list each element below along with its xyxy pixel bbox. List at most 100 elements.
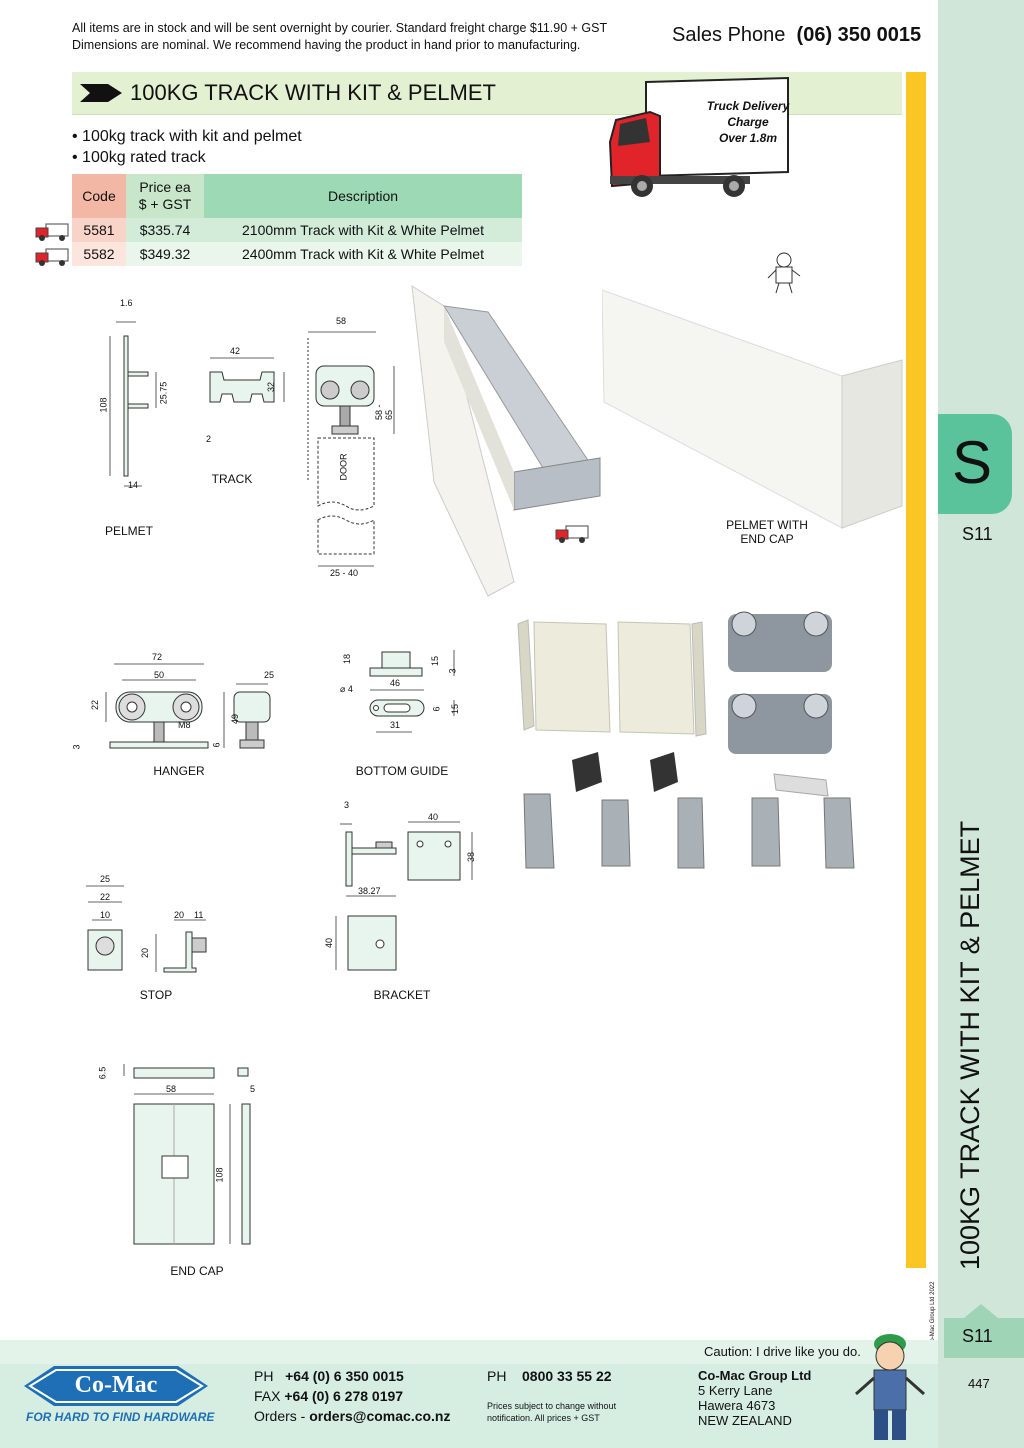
dim-label: 5 [250,1084,256,1094]
dim-label: 6 [211,742,222,748]
dim-label: 49 [230,713,241,725]
fax-number[interactable]: +64 (0) 6 278 0197 [284,1388,404,1404]
footer-fax[interactable]: FAX +64 (0) 6 278 0197 [254,1388,403,1404]
row-description: 2100mm Track with Kit & White Pelmet [204,218,522,242]
caution-text: Caution: I drive like you do. [704,1344,861,1359]
stop-drawing [86,885,207,973]
vertical-title: 100KG TRACK WITH KIT & PELMET [955,820,985,1270]
diagram-label-pelmet-end-cap: PELMET WITH END CAP [712,518,822,546]
track-diagram: 42 32 2 TRACK [200,342,290,492]
bracket-diagram: 3 40 38 38.27 40 BRACKET [320,798,490,1008]
truck-icon [35,248,69,266]
dim-label: 42 [230,346,241,356]
feature-list: • 100kg track with kit and pelmet • 100k… [72,126,302,168]
kit-parts-photo [517,611,855,869]
dim-label: 3 [71,744,82,750]
company-address: Co-Mac Group Ltd 5 Kerry Lane Hawera 467… [698,1368,811,1428]
stop-diagram: 25 22 10 20 11 20 STOP [78,872,238,1008]
prices-note-line-2: notification. All prices + GST [487,1413,600,1423]
track-photo [411,285,601,597]
truck-badge-line-1: Truck Delivery [706,99,790,113]
dim-label: 22 [100,892,111,902]
ph-label: PH [254,1368,274,1384]
page-number: 447 [968,1376,990,1391]
dim-label: 6.5 [97,1066,108,1080]
logo-icon [24,1366,208,1406]
truck-icon [35,223,69,241]
address-line-3: NEW ZEALAND [698,1413,792,1428]
label-line-2: END CAP [740,532,794,546]
comac-logo[interactable]: Co-Mac [24,1364,208,1408]
track-drawing [209,357,285,403]
table-row[interactable]: 5581 $335.74 2100mm Track with Kit & Whi… [72,218,522,242]
dim-label: 3 [447,668,458,674]
dim-label: 25 - 40 [330,568,359,578]
section-tab[interactable]: S [938,414,1012,514]
dim-label: 20 [140,947,151,959]
header-price: Price ea $ + GST [126,174,204,218]
bottom-guide-diagram: 18 15 3 46 ⌀ 4 6 15 31 BOTTOM GUIDE [336,646,476,786]
dim-label: 15 [430,655,441,667]
table-row[interactable]: 5582 $349.32 2400mm Track with Kit & Whi… [72,242,522,266]
prices-note: Prices subject to change without notific… [487,1400,616,1424]
ph-number[interactable]: +64 (0) 6 350 0015 [285,1368,404,1384]
truck-icon [555,525,589,543]
truck-delivery-graphic: Truck Delivery Charge Over 1.8m [606,76,790,200]
dim-label: 25 [264,670,275,680]
section-code: S11 [962,524,993,544]
bracket-drawing [335,821,473,971]
ph2-number[interactable]: 0800 33 55 22 [522,1368,612,1384]
orders-label: Orders - [254,1408,306,1424]
dim-label: 6 [431,706,442,712]
feature-item-1: • 100kg track with kit and pelmet [72,128,302,145]
row-code: 5582 [72,242,126,266]
footer-phone[interactable]: PH +64 (0) 6 350 0015 [254,1368,404,1384]
dim-label: 58 - 65 [374,404,394,420]
dim-label: 58 [166,1084,177,1094]
address-line-1: 5 Kerry Lane [698,1383,773,1398]
header-price-line-2: $ + GST [138,196,192,212]
footer-freephone[interactable]: PH 0800 33 55 22 [487,1368,612,1384]
dim-label: 58 [336,316,347,326]
truck-badge-text: Truck Delivery Charge Over 1.8m [700,98,796,146]
notice-line-1: All items are in stock and will be sent … [72,21,608,35]
notice-line-2: Dimensions are nominal. We recommend hav… [72,38,581,52]
dim-label: M8 [178,720,191,730]
orders-email[interactable]: orders@comac.co.nz [309,1408,451,1424]
sidebar [938,0,1024,1448]
door-diagram: 58 58 - 65 DOOR 25 - 40 [298,310,398,580]
sales-phone[interactable]: Sales Phone (06) 350 0015 [672,24,921,47]
row-price: $349.32 [126,242,204,266]
hanger-diagram: 72 50 22 M8 3 25 49 6 HANGER [71,648,298,784]
bottom-guide-drawing [369,650,455,733]
row-code: 5581 [72,218,126,242]
bottom-tab [944,1318,1024,1358]
row-price: $335.74 [126,218,204,242]
header-price-line-1: Price ea [139,179,191,195]
triangle-icon [964,1304,998,1318]
dim-label: 46 [390,678,401,688]
dim-label: 108 [98,397,109,413]
phone-label: Sales Phone [672,24,786,46]
accent-bar [906,72,926,1268]
pelmet-drawing [109,321,157,487]
dim-label: 38 [466,851,477,863]
dim-label: 22 [90,699,101,711]
dim-label: 31 [390,720,401,730]
dim-label: 11 [194,910,204,920]
dim-label: 18 [342,653,353,665]
dim-label: 1.6 [120,298,133,308]
dim-label: 25.75 [158,381,169,405]
header-description: Description [204,174,522,218]
dim-label: 20 [174,910,185,920]
dim-label: 2 [206,434,212,444]
footer-orders[interactable]: Orders - orders@comac.co.nz [254,1408,451,1424]
phone-number[interactable]: (06) 350 0015 [796,24,922,46]
dim-label: 10 [100,910,111,920]
feature-item-2: • 100kg rated track [72,149,206,166]
product-table: Code Price ea $ + GST Description 5581 $… [72,174,522,266]
dim-label: 14 [128,480,139,490]
diagram-label-bracket: BRACKET [373,988,431,1002]
row-description: 2400mm Track with Kit & White Pelmet [204,242,522,266]
truck-badge-line-2: Charge [727,115,769,129]
